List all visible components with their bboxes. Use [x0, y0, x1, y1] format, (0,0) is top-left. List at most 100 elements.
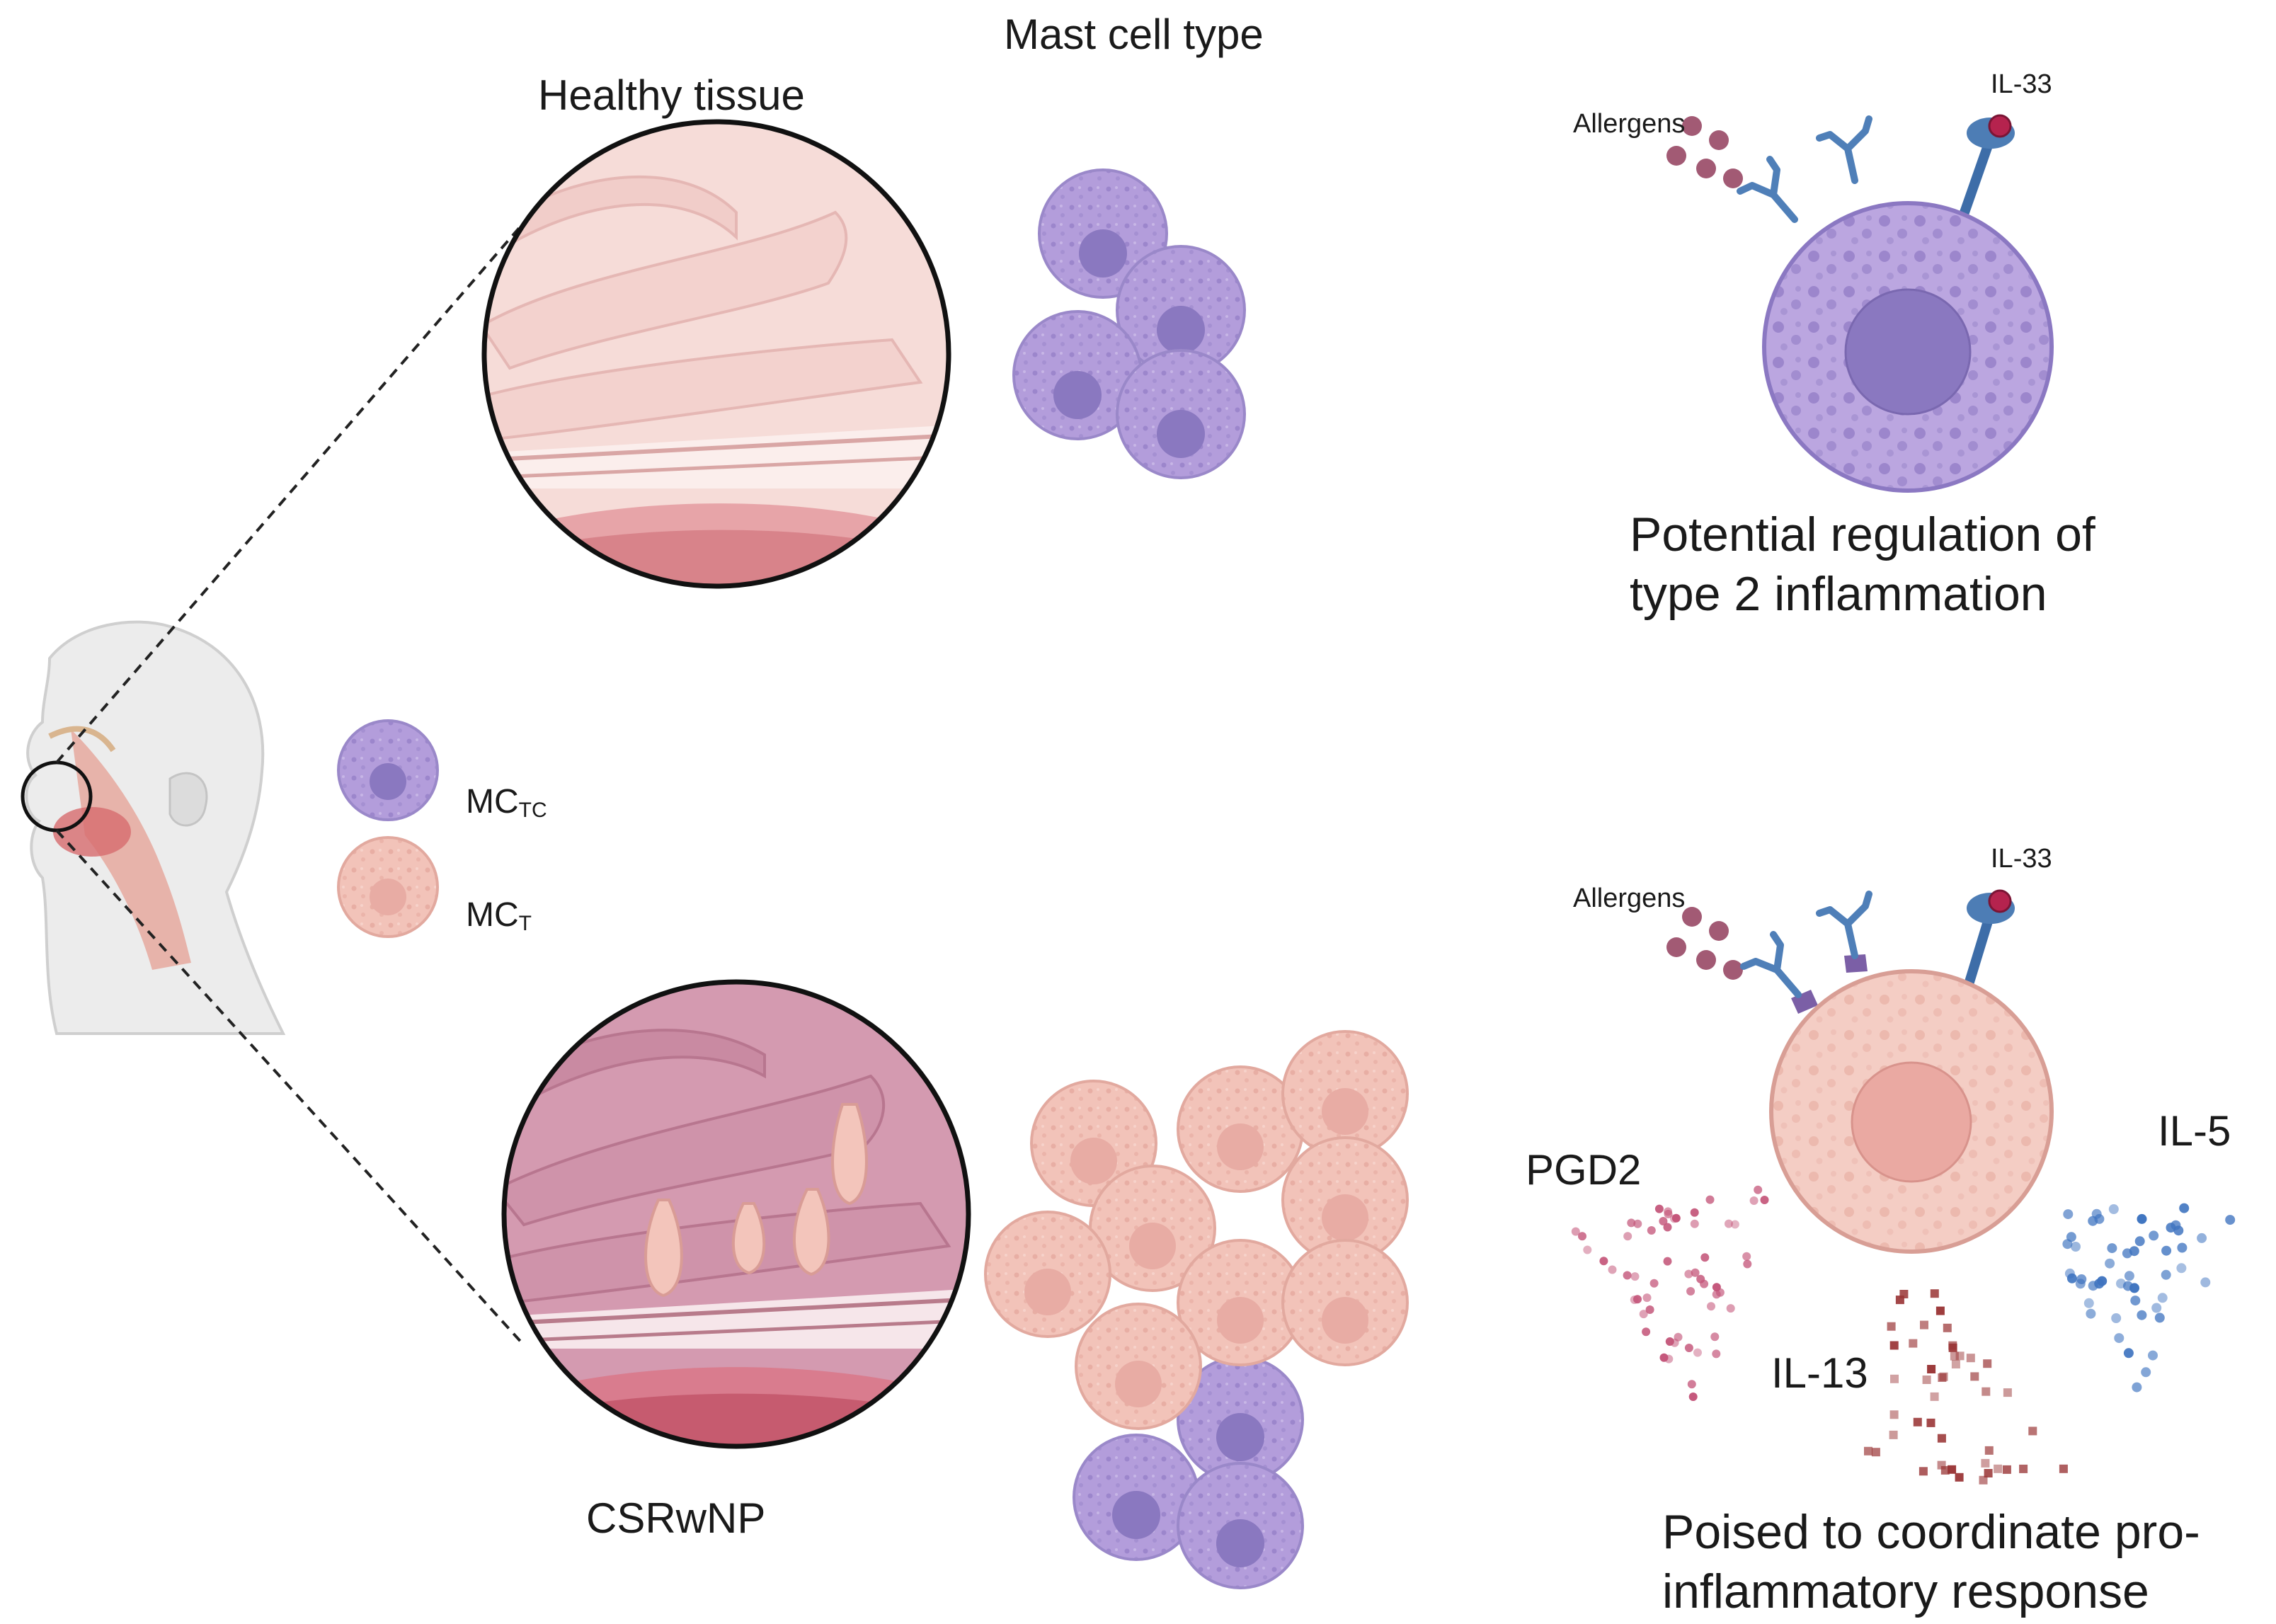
- il13-dot: [1930, 1289, 1939, 1298]
- il5-dot: [2123, 1348, 2134, 1359]
- il5-dot: [2130, 1296, 2141, 1306]
- legend-mct-label: MCT: [466, 896, 532, 936]
- pgd2-dot: [1639, 1310, 1648, 1319]
- pgd2-dot: [1647, 1226, 1656, 1235]
- il13-dot: [1982, 1387, 1991, 1396]
- il13-dot: [1970, 1372, 1979, 1381]
- il13-dot: [1890, 1374, 1899, 1383]
- pgd2-dot: [1754, 1185, 1763, 1194]
- pgd2-dot: [1691, 1268, 1700, 1277]
- healthy-tissue-circle: [481, 119, 951, 589]
- il13-dot: [2028, 1426, 2037, 1436]
- il5-dot: [2075, 1279, 2086, 1289]
- bottom-caption: Poised to coordinate pro- inflammatory r…: [1662, 1502, 2200, 1621]
- il13-dot: [1887, 1322, 1896, 1331]
- pgd2-dot: [1642, 1327, 1651, 1337]
- il5-dot: [2083, 1298, 2094, 1308]
- il13-dot: [1889, 1410, 1899, 1419]
- il5-dot: [2063, 1209, 2074, 1220]
- top-allergen-particles: [1666, 116, 1743, 188]
- pgd2-dot: [1633, 1219, 1642, 1228]
- il5-dot: [2176, 1263, 2187, 1274]
- top-caption: Potential regulation of type 2 inflammat…: [1630, 505, 2095, 624]
- pgd2-mediator-dots: [1571, 1185, 1769, 1401]
- il13-dot: [1920, 1320, 1928, 1329]
- il13-mediator-dots: [1864, 1289, 2068, 1485]
- pgd2-dot: [1665, 1337, 1674, 1346]
- il13-dot: [1951, 1360, 1960, 1368]
- bottom-antibody-receptors: [1740, 891, 1872, 1014]
- pgd2-dot: [1725, 1219, 1733, 1228]
- il5-dot: [2197, 1233, 2207, 1243]
- bottom-mct-large-cell: [1769, 969, 2054, 1254]
- nasal-polyps: [644, 1103, 868, 1298]
- pgd2-dot: [1712, 1349, 1721, 1359]
- csrwnp-tissue-circle: [501, 979, 971, 1449]
- il5-dot: [2111, 1313, 2122, 1323]
- il5-dot: [2141, 1367, 2151, 1378]
- il13-dot: [1948, 1343, 1957, 1352]
- il5-dot: [2154, 1313, 2165, 1323]
- il5-dot: [2116, 1279, 2126, 1289]
- il13-dot: [1943, 1323, 1952, 1332]
- il13-dot: [1889, 1430, 1898, 1439]
- il5-dot: [2225, 1215, 2236, 1225]
- pgd2-dot: [1700, 1253, 1710, 1262]
- pgd2-dot: [1742, 1252, 1751, 1261]
- pgd2-dot: [1608, 1265, 1617, 1274]
- il13-dot: [1899, 1290, 1909, 1298]
- bottom-il33-label: IL-33: [1991, 844, 2052, 874]
- healthy-tissue-label: Healthy tissue: [538, 72, 805, 119]
- pgd2-dot: [1645, 1305, 1654, 1314]
- pgd2-dot: [1664, 1209, 1673, 1218]
- legend-mctc-cell: [337, 719, 439, 821]
- pgd2-dot: [1671, 1213, 1681, 1223]
- pgd2-label: PGD2: [1526, 1146, 1642, 1194]
- il5-label: IL-5: [2158, 1107, 2231, 1155]
- il13-dot: [1955, 1473, 1964, 1482]
- pgd2-dot: [1693, 1348, 1702, 1357]
- il5-dot: [2137, 1310, 2147, 1320]
- pgd2-dot: [1715, 1288, 1725, 1297]
- pgd2-dot: [1743, 1259, 1752, 1269]
- top-mctc-large-cell: [1762, 201, 2054, 493]
- il13-dot: [1926, 1418, 1935, 1427]
- il5-dot: [2105, 1258, 2115, 1269]
- il5-dot: [2086, 1308, 2096, 1319]
- il5-dot: [2200, 1277, 2211, 1288]
- il13-dot: [1966, 1354, 1975, 1363]
- il5-dot: [2148, 1350, 2158, 1361]
- il5-dot: [2122, 1248, 2132, 1259]
- pgd2-dot: [1649, 1279, 1659, 1288]
- pgd2-dot: [1663, 1223, 1672, 1232]
- pgd2-dot: [1707, 1302, 1715, 1311]
- il5-dot: [2179, 1203, 2190, 1213]
- pgd2-dot: [1688, 1393, 1698, 1401]
- top-il33-receptor: [1960, 114, 2015, 217]
- pgd2-dot: [1623, 1232, 1632, 1241]
- legend-mct-sub: T: [518, 912, 532, 935]
- legend-mctc-label: MCTC: [466, 782, 547, 823]
- il5-dot: [2129, 1283, 2139, 1293]
- il5-dot: [2108, 1204, 2119, 1214]
- il13-dot: [1950, 1351, 1959, 1361]
- il13-dot: [1981, 1458, 1990, 1468]
- il5-dot: [2134, 1236, 2145, 1247]
- il5-mediator-dots: [2062, 1203, 2236, 1393]
- il5-dot: [2107, 1243, 2117, 1254]
- il13-dot: [1937, 1434, 1946, 1443]
- legend-mctc-sub: TC: [518, 799, 547, 822]
- il13-dot: [1871, 1448, 1880, 1457]
- il13-dot: [1909, 1339, 1918, 1348]
- pgd2-dot: [1684, 1344, 1693, 1352]
- pgd2-dot: [1690, 1208, 1699, 1217]
- pgd2-dot: [1659, 1353, 1669, 1362]
- zoom-line-bottom: [55, 829, 525, 1346]
- il13-dot: [2019, 1464, 2028, 1473]
- pgd2-dot: [1627, 1218, 1636, 1228]
- pgd2-dot: [1710, 1332, 1720, 1342]
- il5-dot: [2071, 1242, 2081, 1252]
- il5-dot: [2149, 1230, 2159, 1241]
- csrwnp-mct-cells: [984, 1030, 1409, 1430]
